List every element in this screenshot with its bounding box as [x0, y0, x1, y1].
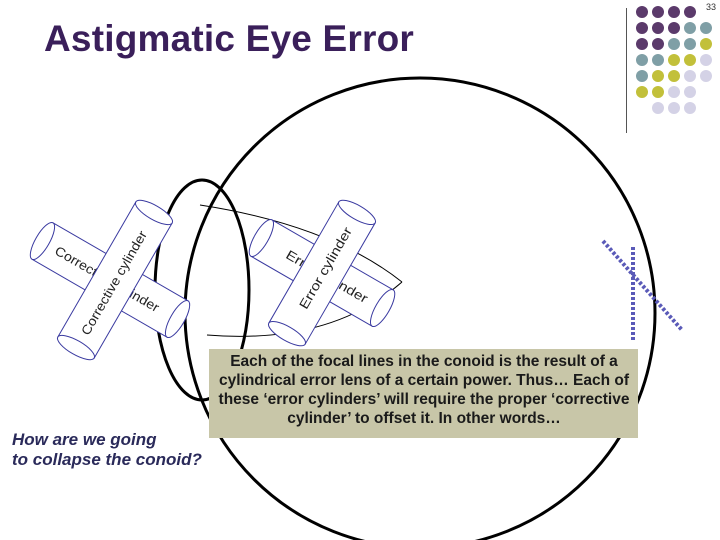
callout-text: Each of the focal lines in the conoid is… [218, 353, 630, 427]
decorative-dot-grid [636, 6, 718, 116]
dot [668, 54, 680, 66]
dot [636, 54, 648, 66]
error-cylinder-lower: Error cylinder [267, 199, 377, 347]
dot [700, 38, 712, 50]
dot [636, 6, 648, 18]
dot [684, 38, 696, 50]
dot [700, 22, 712, 34]
dot [636, 22, 648, 34]
dot [668, 22, 680, 34]
dot [652, 86, 664, 98]
eyeball-outline [183, 76, 657, 540]
dot [668, 86, 680, 98]
question-line-2: to collapse the conoid? [12, 450, 202, 469]
dot [652, 70, 664, 82]
focal-line-diagonal [601, 239, 684, 332]
dot [700, 54, 712, 66]
dot [700, 70, 712, 82]
question-text: How are we going to collapse the conoid? [12, 430, 202, 470]
dot [684, 22, 696, 34]
dot [652, 22, 664, 34]
callout-box [209, 349, 638, 438]
dot [668, 102, 680, 114]
decorative-divider [626, 8, 627, 133]
ray-upper [199, 204, 403, 283]
dot [652, 6, 664, 18]
slide-title: Astigmatic Eye Error [44, 18, 415, 59]
dot [684, 54, 696, 66]
dot [684, 86, 696, 98]
dot [652, 102, 664, 114]
dot [684, 70, 696, 82]
dot [652, 54, 664, 66]
dot [668, 70, 680, 82]
question-line-1: How are we going [12, 430, 157, 449]
dot [668, 38, 680, 50]
dot [684, 102, 696, 114]
dot [668, 6, 680, 18]
dot [636, 70, 648, 82]
dot [636, 86, 648, 98]
dot [636, 38, 648, 50]
dot [684, 6, 696, 18]
slide-number: 33 [705, 2, 716, 12]
dot [652, 38, 664, 50]
